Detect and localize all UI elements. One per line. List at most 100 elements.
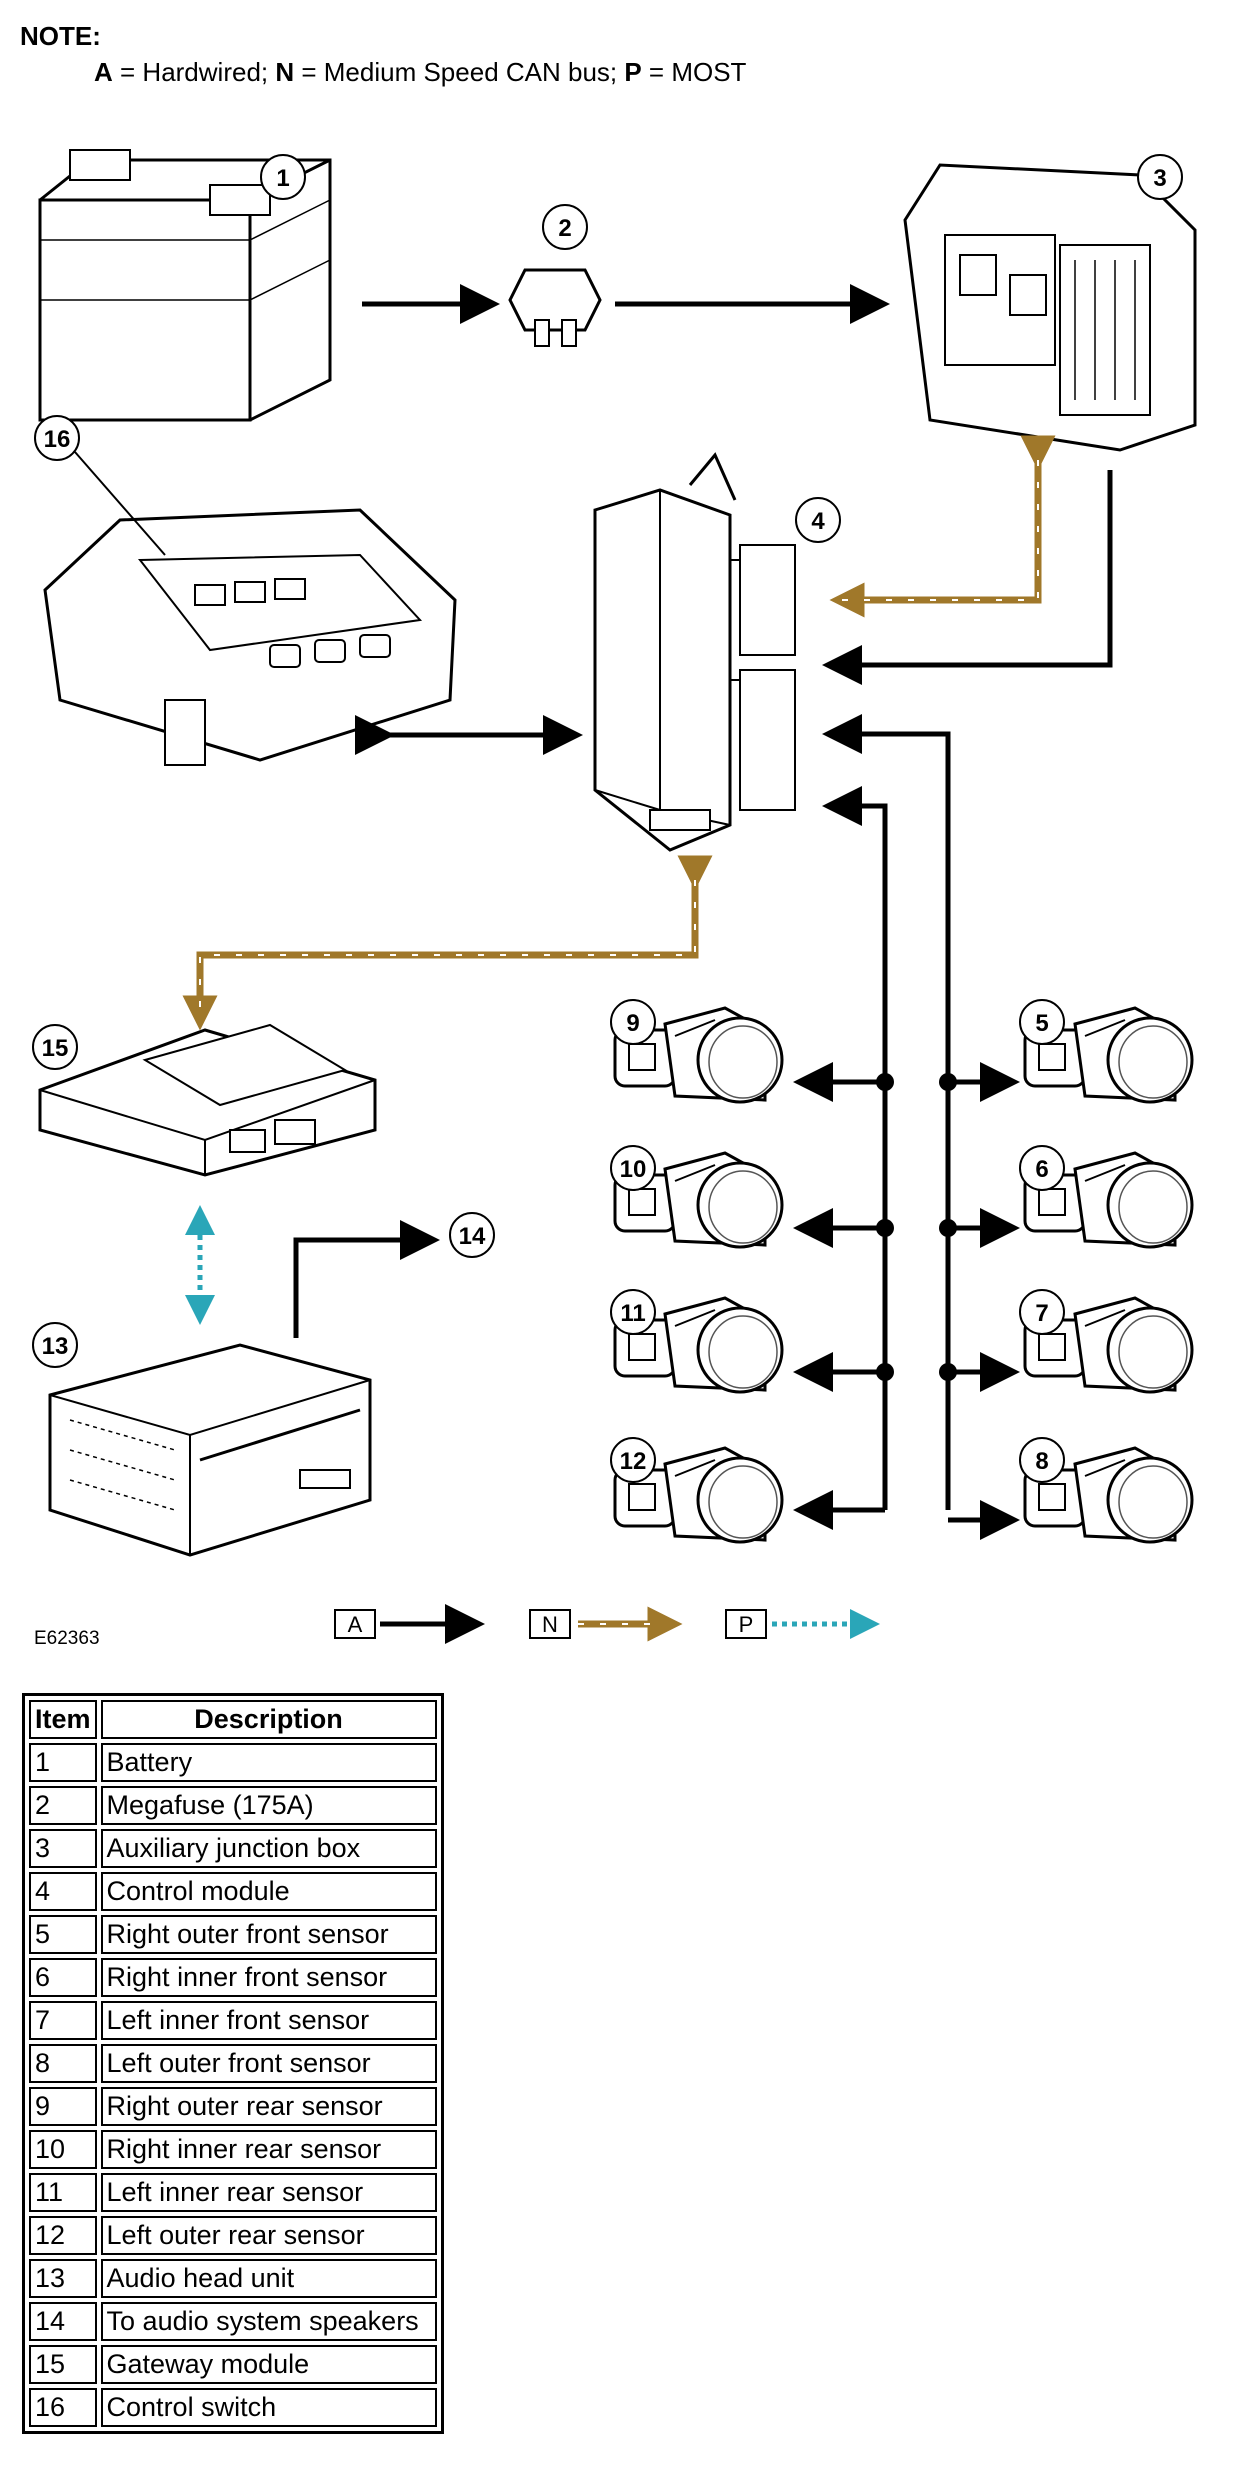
note-heading: NOTE: <box>20 21 101 51</box>
note-key-p: P <box>624 57 642 87</box>
line-legend-p: P <box>725 1609 880 1639</box>
item-description-cell: Right outer front sensor <box>100 1915 437 1954</box>
item-number-cell: 6 <box>29 1958 97 1997</box>
can-bus-connections <box>182 435 1056 1031</box>
note-text-a: = Hardwired; <box>112 57 276 87</box>
megafuse-drawing <box>508 268 602 347</box>
item-description-cell: To audio system speakers <box>100 2302 437 2341</box>
svg-text:16: 16 <box>44 426 71 453</box>
figure-reference-code: E62363 <box>34 1628 100 1649</box>
svg-text:P: P <box>739 1612 754 1637</box>
item-description-cell: Right inner front sensor <box>100 1958 437 1997</box>
callout-9: 9 <box>610 999 656 1045</box>
item-number-cell: 4 <box>29 1872 97 1911</box>
item-description-cell: Gateway module <box>100 2345 437 2384</box>
item-description-cell: Right inner rear sensor <box>100 2130 437 2169</box>
callout-16-leader <box>74 451 166 556</box>
svg-text:5: 5 <box>1035 1010 1048 1037</box>
svg-text:13: 13 <box>42 1333 69 1360</box>
svg-text:12: 12 <box>620 1448 647 1475</box>
line-legend-n: N <box>529 1606 683 1642</box>
item-number-cell: 10 <box>29 2130 97 2169</box>
svg-text:6: 6 <box>1035 1156 1048 1183</box>
junction-dots <box>876 1073 957 1381</box>
svg-text:14: 14 <box>459 1223 486 1250</box>
hardwired-connections <box>293 284 1113 1540</box>
battery-drawing <box>38 149 332 422</box>
audio-head-unit-drawing <box>48 1343 372 1557</box>
svg-text:A: A <box>348 1612 363 1637</box>
item-description-cell: Control module <box>100 1872 437 1911</box>
control-switch-drawing <box>43 508 457 766</box>
item-description-cell: Battery <box>100 1743 437 1782</box>
callout-8: 8 <box>1019 1437 1065 1483</box>
item-number-cell: 12 <box>29 2216 97 2255</box>
svg-text:1: 1 <box>276 165 289 192</box>
note-legend-line: A = Hardwired; N = Medium Speed CAN bus;… <box>20 54 746 90</box>
callout-2: 2 <box>542 204 588 250</box>
item-description-cell: Right outer rear sensor <box>100 2087 437 2126</box>
junction-box-drawing <box>903 163 1197 452</box>
item-number-cell: 15 <box>29 2345 97 2384</box>
item-number-cell: 14 <box>29 2302 97 2341</box>
callout-14: 14 <box>449 1212 495 1258</box>
callout-3: 3 <box>1137 154 1183 200</box>
note-key-n: N <box>275 57 295 87</box>
svg-text:9: 9 <box>626 1010 639 1037</box>
svg-text:11: 11 <box>620 1300 645 1327</box>
callout-7: 7 <box>1019 1289 1065 1335</box>
item-number-cell: 16 <box>29 2388 97 2427</box>
svg-text:10: 10 <box>620 1156 647 1183</box>
item-number-cell: 1 <box>29 1743 97 1782</box>
item-number-cell: 11 <box>29 2173 97 2212</box>
svg-text:15: 15 <box>42 1035 69 1062</box>
table-header-row: Item Description <box>29 1700 437 1739</box>
header-description: Description <box>100 1700 437 1739</box>
item-description-cell: Control switch <box>100 2388 437 2427</box>
svg-text:8: 8 <box>1035 1448 1048 1475</box>
callout-10: 10 <box>610 1145 656 1191</box>
item-number-cell: 5 <box>29 1915 97 1954</box>
note-key-a: A <box>94 57 113 87</box>
note-text-p: = MOST <box>641 57 747 87</box>
callout-13: 13 <box>32 1322 78 1368</box>
note-text-n: = Medium Speed CAN bus; <box>294 57 625 87</box>
item-number-cell: 9 <box>29 2087 97 2126</box>
item-number-cell: 8 <box>29 2044 97 2083</box>
item-description-cell: Left inner rear sensor <box>100 2173 437 2212</box>
line-legend-a: A <box>334 1604 485 1644</box>
callout-4: 4 <box>795 497 841 543</box>
callout-11: 11 <box>610 1289 656 1335</box>
svg-text:2: 2 <box>558 215 571 242</box>
item-number-cell: 13 <box>29 2259 97 2298</box>
callout-1: 1 <box>260 154 306 200</box>
item-description-cell: Auxiliary junction box <box>100 1829 437 1868</box>
gateway-module-drawing <box>38 1023 377 1177</box>
svg-text:N: N <box>542 1612 558 1637</box>
control-module-drawing <box>593 452 796 852</box>
item-number-cell: 7 <box>29 2001 97 2040</box>
svg-text:4: 4 <box>811 508 825 535</box>
item-description-cell: Left outer front sensor <box>100 2044 437 2083</box>
svg-text:7: 7 <box>1035 1300 1048 1327</box>
legend-note: NOTE: A = Hardwired; N = Medium Speed CA… <box>20 18 746 90</box>
svg-text:3: 3 <box>1153 165 1166 192</box>
item-description-cell: Megafuse (175A) <box>100 1786 437 1825</box>
callout-6: 6 <box>1019 1145 1065 1191</box>
header-item: Item <box>29 1700 97 1739</box>
item-description-cell: Left inner front sensor <box>100 2001 437 2040</box>
